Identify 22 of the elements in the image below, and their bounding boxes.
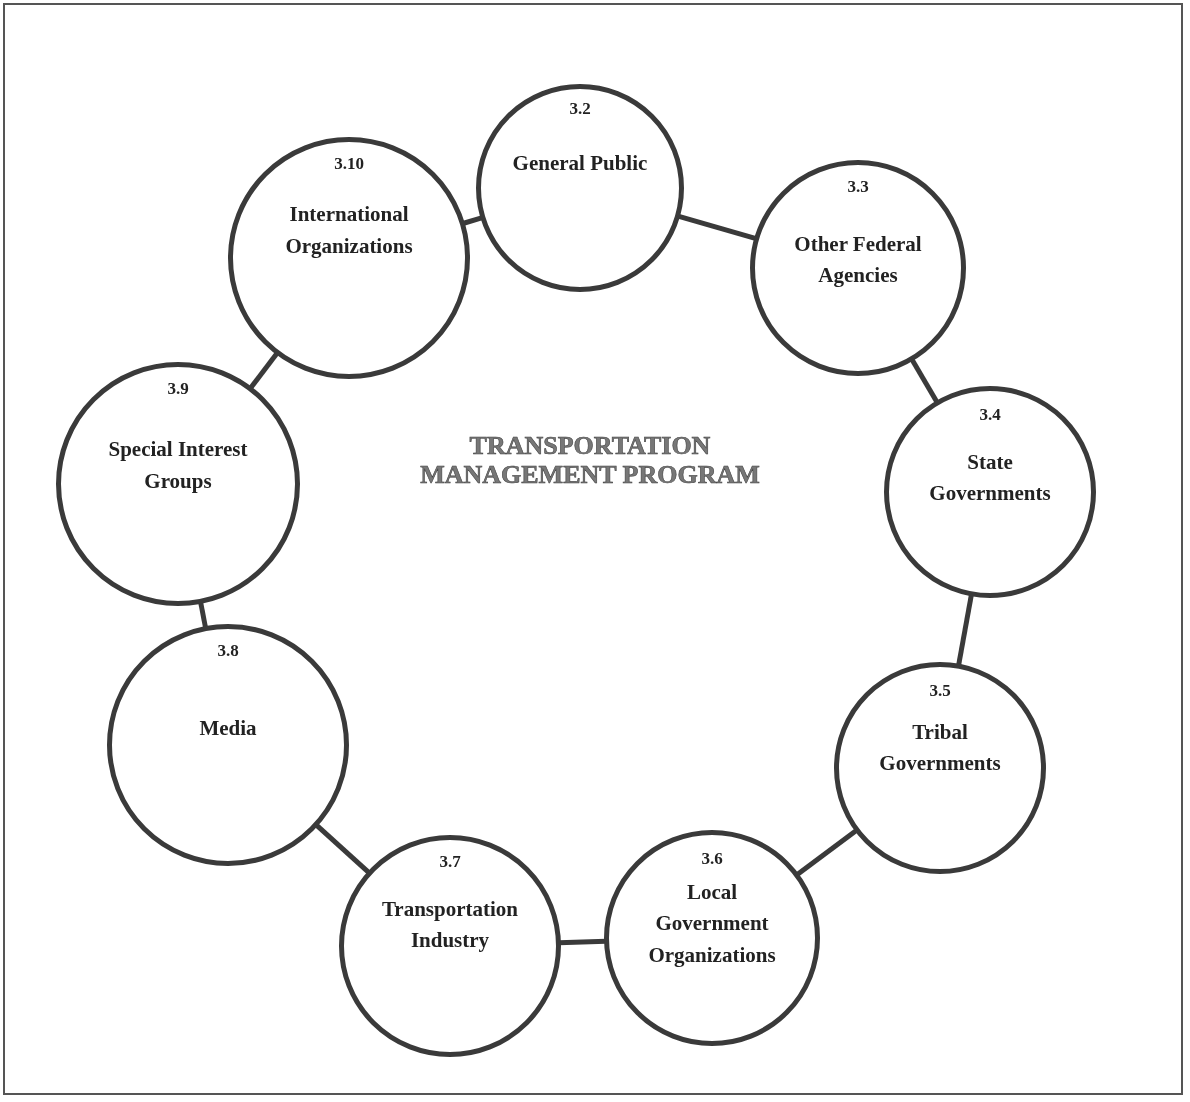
connector-line bbox=[248, 351, 280, 390]
connector-line bbox=[795, 828, 859, 877]
stakeholder-label: Media bbox=[198, 715, 258, 742]
diagram-title: TRANSPORTATION MANAGEMENT PROGRAM bbox=[419, 432, 761, 490]
stakeholder-label: Other Federal Agencies bbox=[793, 230, 923, 289]
section-number: 3.2 bbox=[569, 99, 591, 119]
stakeholder-label: Local Government Organizations bbox=[647, 878, 777, 969]
section-number: 3.3 bbox=[847, 177, 869, 197]
section-number: 3.8 bbox=[217, 641, 239, 661]
section-number: 3.6 bbox=[701, 849, 723, 869]
stakeholder-label: State Governments bbox=[928, 448, 1052, 507]
section-number: 3.7 bbox=[439, 852, 461, 872]
section-number: 3.9 bbox=[167, 379, 189, 399]
stakeholder-label: Transportation Industry bbox=[380, 895, 520, 954]
section-number: 3.5 bbox=[929, 681, 951, 701]
stakeholder-label: General Public bbox=[511, 150, 649, 178]
stakeholder-label: Special Interest Groups bbox=[107, 435, 249, 495]
stakeholder-label: Tribal Governments bbox=[878, 718, 1002, 777]
connector-line bbox=[198, 601, 209, 629]
section-number: 3.10 bbox=[334, 154, 364, 174]
section-number: 3.4 bbox=[979, 405, 1001, 425]
stakeholder-label: International Organizations bbox=[284, 200, 414, 260]
